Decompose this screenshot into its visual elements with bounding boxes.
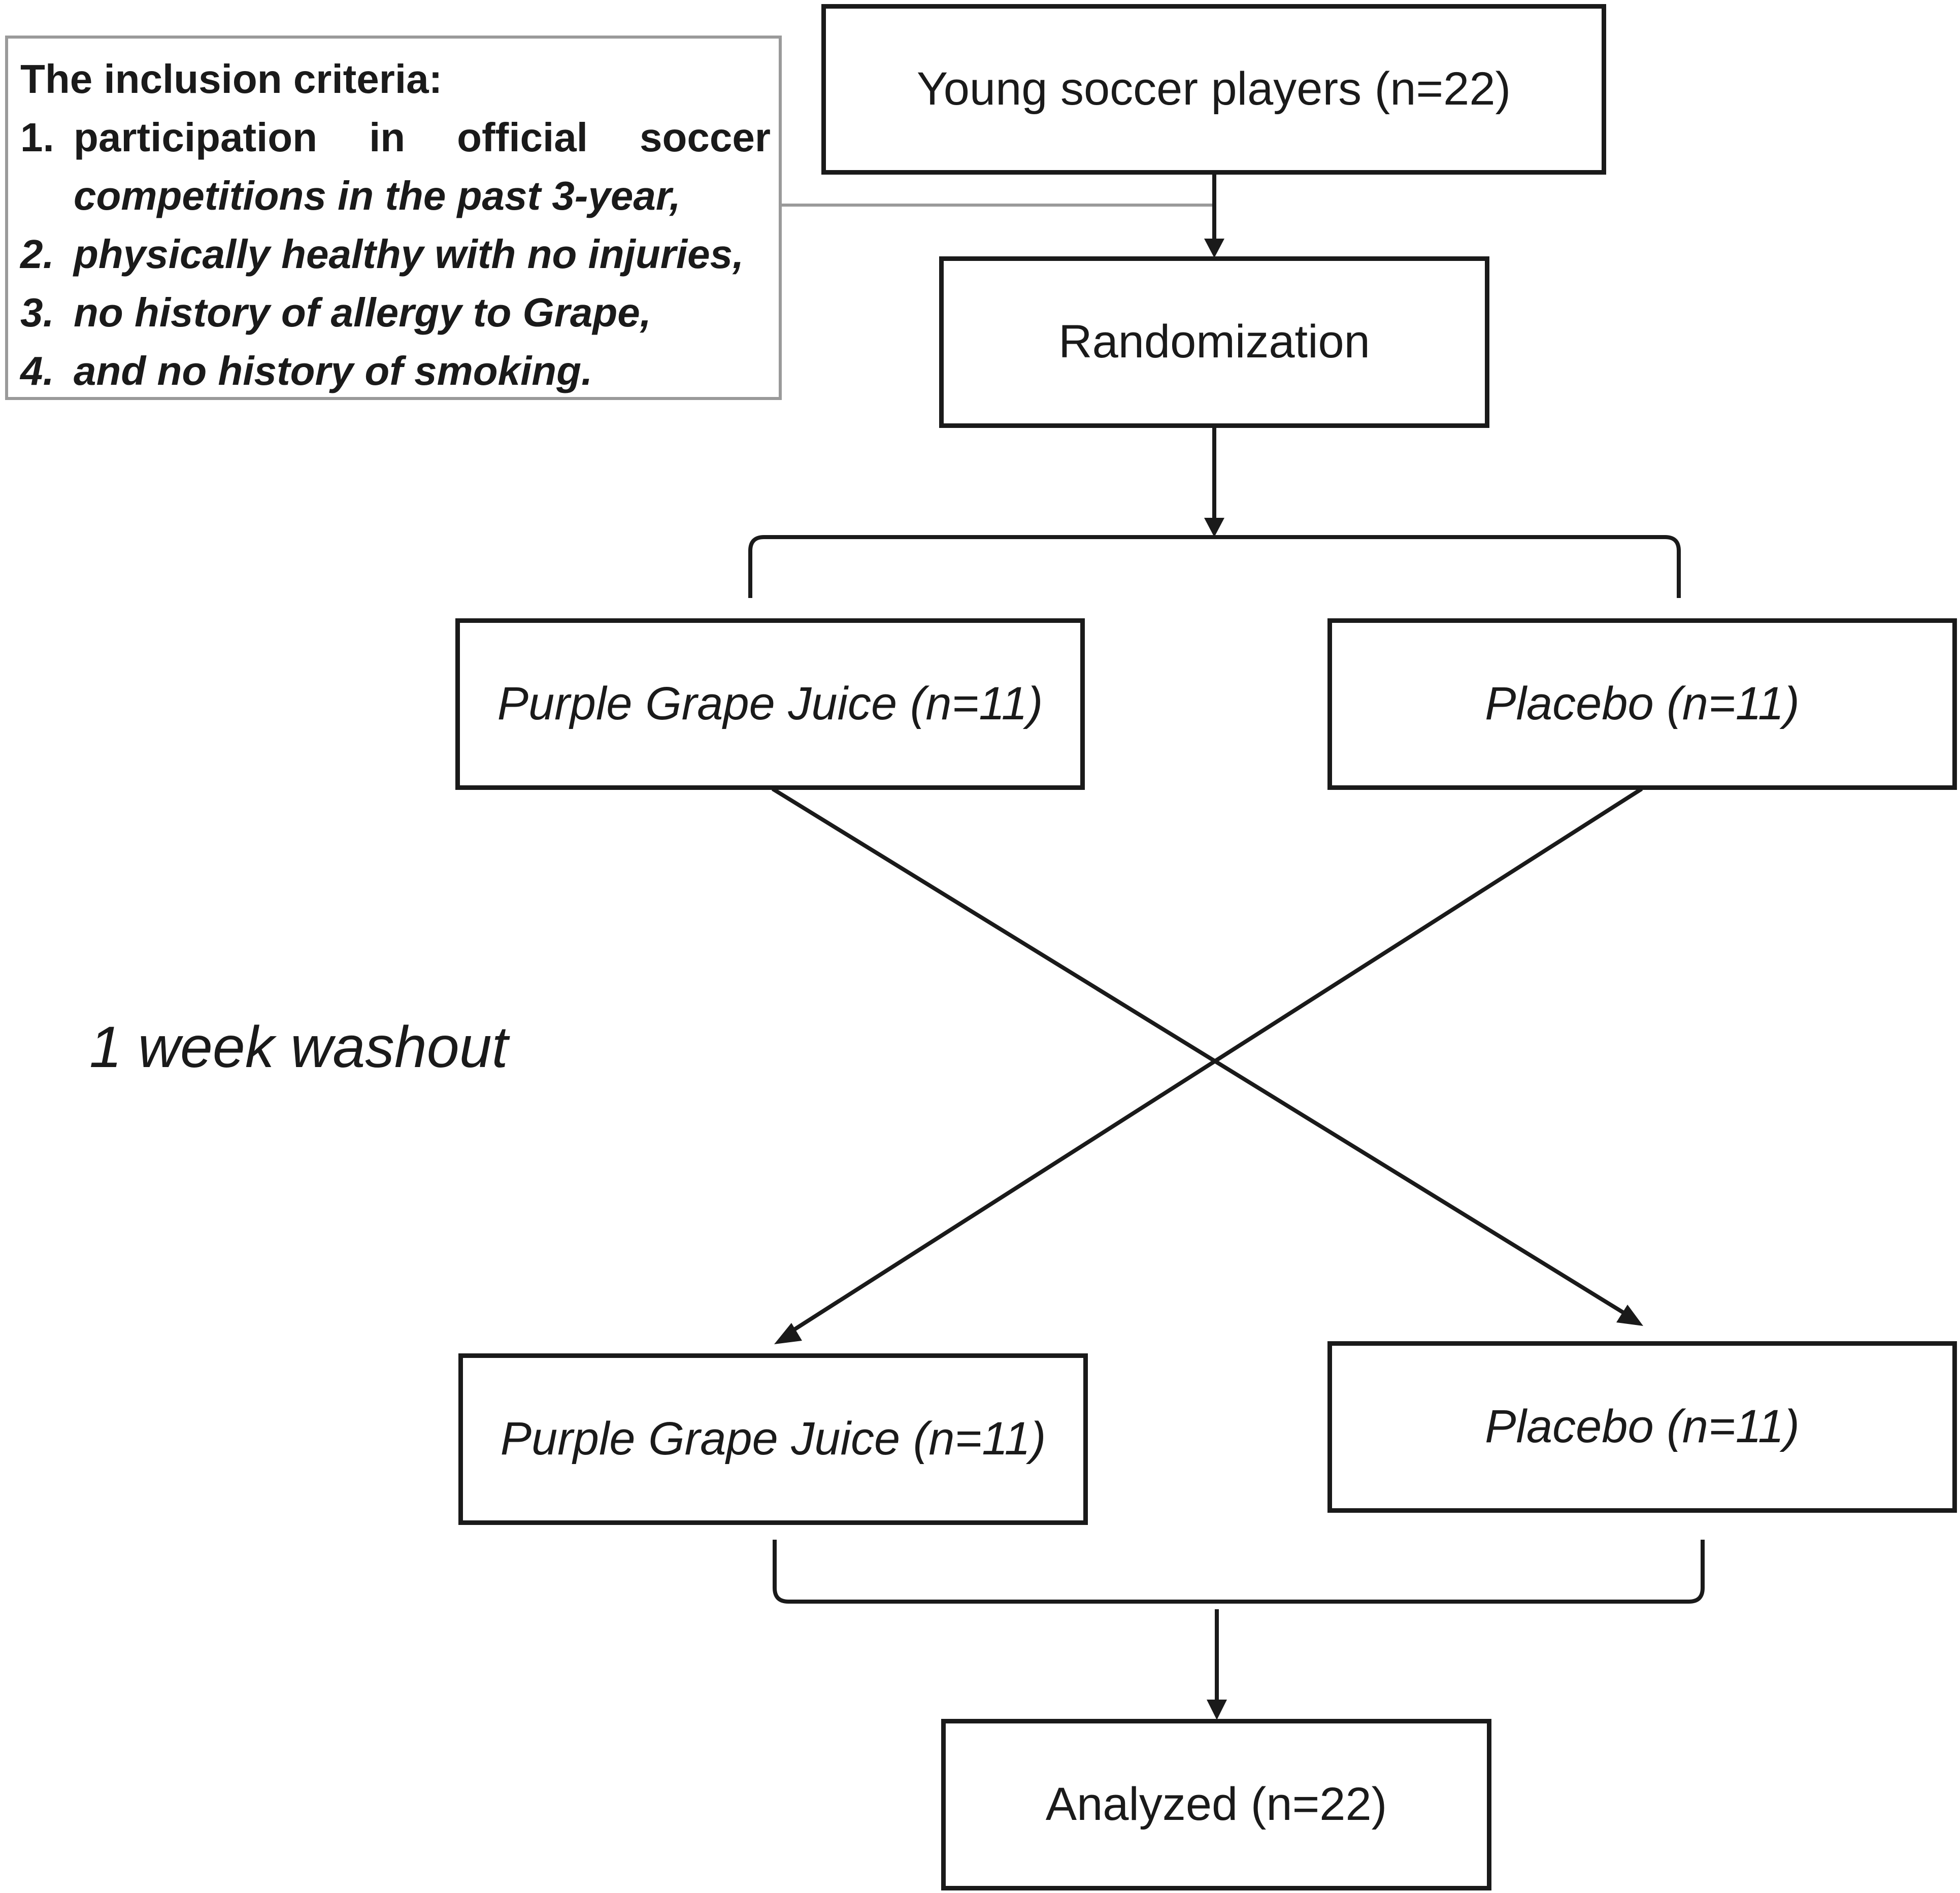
randomization-node: Randomization: [939, 256, 1489, 428]
criteria-item-1-word: in: [369, 115, 406, 160]
criteria-item-3: 3. no history of allergy to Grape,: [20, 283, 771, 342]
criteria-item-4-text: and no history of smoking.: [74, 348, 593, 393]
criteria-title: The inclusion criteria:: [20, 56, 443, 102]
crossover-line-placebo-to-juice: [790, 787, 1643, 1333]
washout-label: 1 week washout: [89, 1015, 508, 1080]
split-bracket: [748, 535, 1681, 598]
criteria-connector: [782, 193, 1216, 207]
arm1-top-node: Purple Grape Juice (n=11): [455, 618, 1085, 790]
criteria-item-3-number: 3.: [20, 290, 54, 335]
arrowhead-randomization: [1204, 239, 1224, 258]
arrowhead-analyzed: [1207, 1700, 1227, 1720]
arm2-bottom-node: Placebo (n=11): [1327, 1341, 1957, 1513]
criteria-item-1-word: official: [457, 115, 588, 160]
merge-bracket: [773, 1540, 1705, 1604]
criteria-item-3-text: no history of allergy to Grape,: [74, 290, 651, 335]
criteria-item-4-number: 4.: [20, 348, 54, 393]
crossover-line-juice-to-placebo: [771, 787, 1629, 1317]
criteria-item-1-line1: participation in official soccer: [74, 108, 771, 167]
criteria-item-4: 4. and no history of smoking.: [20, 342, 771, 400]
arrowhead-placebo-bottom: [1616, 1305, 1643, 1326]
arrowhead-split: [1204, 518, 1224, 537]
criteria-item-2-text: physically healthy with no injuries,: [74, 231, 744, 277]
criteria-item-2-number: 2.: [20, 231, 54, 277]
analyzed-node: Analyzed (n=22): [941, 1719, 1491, 1890]
criteria-item-1-word: soccer: [640, 115, 771, 160]
arrowhead-juice-bottom: [774, 1323, 802, 1344]
criteria-item-1-line2: competitions in the past 3-year,: [74, 173, 681, 218]
criteria-item-1-number: 1.: [20, 115, 54, 160]
arm1-bottom-node: Purple Grape Juice (n=11): [458, 1353, 1088, 1525]
start-node: Young soccer players (n=22): [821, 4, 1606, 175]
inclusion-criteria-box: The inclusion criteria: 1. participation…: [5, 36, 782, 400]
criteria-item-1-word: participation: [74, 115, 318, 160]
criteria-item-2: 2. physically healthy with no injuries,: [20, 225, 771, 283]
arm2-top-node: Placebo (n=11): [1327, 618, 1957, 790]
criteria-item-1: 1. participation in official soccer: [20, 108, 771, 167]
